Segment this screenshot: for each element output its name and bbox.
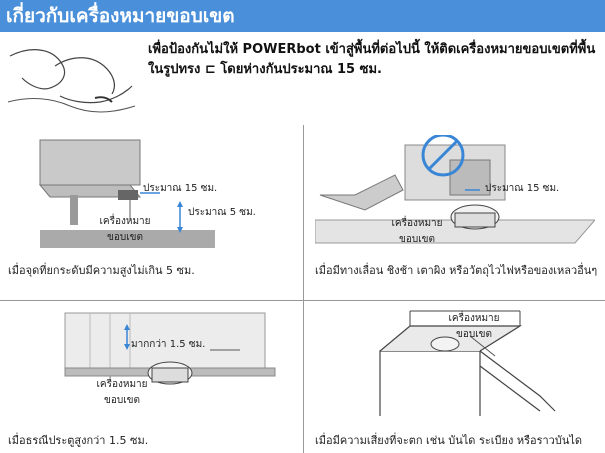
horizontal-divider [0, 300, 605, 301]
marker-line2: ขอบเขต [104, 395, 140, 406]
panel-1-marker-label: เครื่องหมาย ขอบเขต [93, 214, 157, 246]
panel-2-approx15-label: ประมาณ 15 ซม. [485, 183, 560, 194]
marker-line2: ขอบเขต [107, 232, 143, 243]
panel-3-illustration [64, 312, 276, 385]
marker-line1: เครื่องหมาย [99, 216, 151, 227]
panel-1-approx5-label: ประมาณ 5 ซม. [188, 207, 256, 218]
marker-line1: เครื่องหมาย [448, 313, 500, 324]
section-title: เกี่ยวกับเครื่องหมายขอบเขต [0, 0, 605, 32]
panel-1-approx15-label: ประมาณ 15 ซม. [143, 183, 218, 194]
panel-4-marker-label: เครื่องหมาย ขอบเขต [442, 311, 506, 343]
panel-1-illustration [38, 139, 215, 248]
vertical-divider [303, 125, 304, 453]
intro-illustration [7, 49, 136, 113]
marker-line1: เครื่องหมาย [96, 379, 148, 390]
panel-3-marker-label: เครื่องหมาย ขอบเขต [90, 377, 154, 409]
panel-2-caption: เมื่อมีทางเลื่อน ชิงช้า เตาผิง หรือวัตถุ… [315, 264, 598, 277]
panel-3-higher-label: มากกว่า 1.5 ซม. [131, 339, 206, 350]
marker-line2: ขอบเขต [456, 329, 492, 340]
intro-text: เพื่อป้องกันไม่ให้ POWERbot เข้าสู่พื้นท… [148, 42, 596, 77]
panel-2-illustration [315, 135, 595, 244]
marker-line2: ขอบเขต [399, 234, 435, 245]
panel-3-caption: เมื่อธรณีประตูสูงกว่า 1.5 ซม. [8, 434, 149, 447]
panel-4-caption: เมื่อมีความเสี่ยงที่จะตก เช่น บันได ระเบ… [315, 434, 583, 447]
marker-line1: เครื่องหมาย [391, 218, 443, 229]
panel-1-caption: เมื่อจุดที่ยกระดับมีความสูงไม่เกิน 5 ซม. [8, 264, 195, 277]
panel-2-marker-label: เครื่องหมาย ขอบเขต [385, 216, 449, 248]
panel-4-illustration [379, 310, 556, 416]
